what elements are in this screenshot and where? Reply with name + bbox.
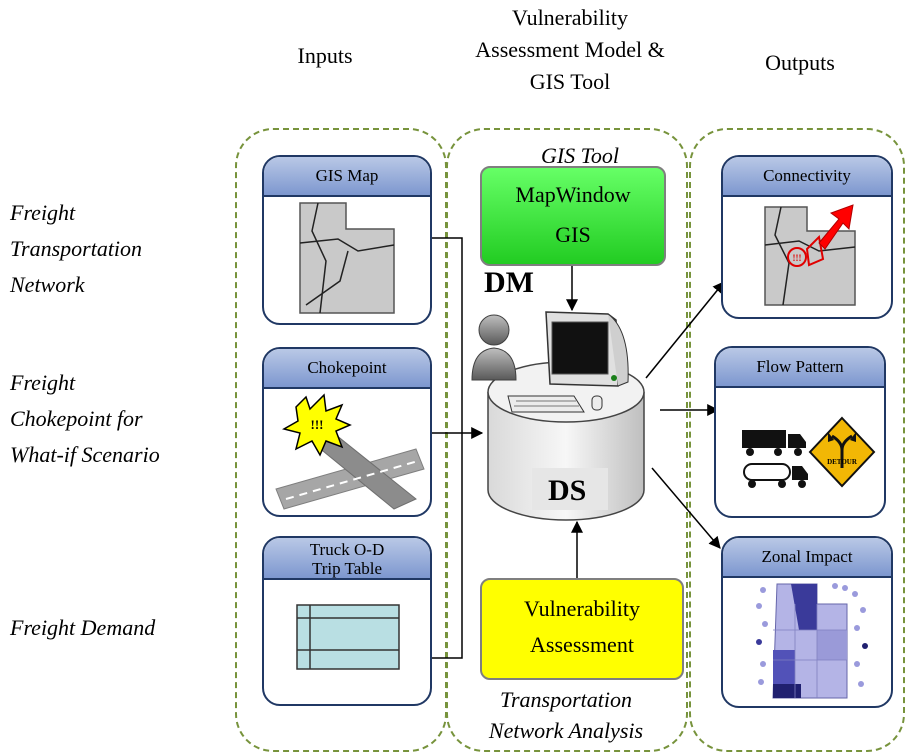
inputs-header: Inputs: [297, 43, 353, 68]
flow-pattern-card: Flow Pattern DETOUR: [714, 346, 886, 518]
truck-od-card: Truck O-D Trip Table: [262, 536, 432, 706]
truck-od-title-line2: Trip Table: [311, 559, 383, 578]
utah-map-icon: [299, 202, 395, 314]
model-header-line3: GIS Tool: [529, 69, 611, 94]
zonal-impact-map-icon: [756, 583, 868, 699]
to-connectivity-arrow: [645, 281, 725, 379]
truck-od-title: Truck O-D Trip Table: [264, 538, 430, 580]
gis-map-card: GIS Map: [262, 155, 432, 325]
gis-tool-label: GIS Tool: [540, 143, 620, 168]
detour-sign-text: DETOUR: [827, 458, 858, 466]
zonal-impact-card: Zonal Impact: [721, 536, 893, 708]
outputs-header: Outputs: [765, 50, 835, 75]
connectivity-card: Connectivity !!!: [721, 155, 893, 319]
side-label-chokepoint-line2: Chokepoint for: [10, 406, 143, 431]
model-header-line2: Assessment Model &: [475, 37, 665, 62]
trip-table-icon: [296, 604, 400, 670]
mapwindow-gis-box: MapWindow GIS: [480, 166, 666, 266]
network-analysis-line2: Network Analysis: [488, 718, 644, 743]
gis-map-connector: [428, 237, 463, 433]
side-label-chokepoint-line3: What-if Scenario: [10, 442, 160, 467]
decision-support-graphic: [471, 311, 645, 521]
model-panel: [446, 128, 688, 752]
gis-map-title: GIS Map: [264, 157, 430, 197]
side-label-chokepoint-line1: Freight: [10, 370, 76, 395]
side-label-demand: Freight Demand: [10, 615, 156, 640]
mapwindow-label: MapWindow: [515, 182, 631, 207]
flow-pattern-title: Flow Pattern: [716, 348, 884, 388]
side-label-network-line1: Freight: [10, 200, 76, 225]
model-header-line1: Vulnerability: [512, 5, 628, 30]
model-header: Vulnerability Assessment Model & GIS Too…: [430, 2, 710, 98]
side-label-network-line2: Transportation: [10, 236, 143, 261]
mapwindow-gis-label: GIS: [555, 222, 591, 247]
connectivity-title: Connectivity: [723, 157, 891, 197]
dm-label: DM: [484, 266, 534, 299]
chokepoint-card: Chokepoint !!!: [262, 347, 432, 517]
chokepoint-title: Chokepoint: [264, 349, 430, 389]
assessment-label: Assessment: [530, 632, 634, 657]
side-label-network: Freight Transportation Network: [10, 195, 142, 303]
vulnerability-label: Vulnerability: [524, 596, 640, 621]
truck-od-title-line1: Truck O-D: [309, 540, 385, 559]
flow-pattern-icon: DETOUR: [742, 416, 876, 488]
network-analysis-label: Transportation Network Analysis: [456, 684, 676, 746]
chokepoint-alert-text: !!!: [311, 417, 324, 432]
zonal-impact-title: Zonal Impact: [723, 538, 891, 578]
vulnerability-assessment-box: Vulnerability Assessment: [480, 578, 684, 680]
connectivity-map-icon: !!!: [764, 204, 856, 306]
to-zonal-impact-arrow: [651, 467, 721, 549]
ds-label: DS: [548, 474, 587, 507]
side-label-chokepoint: Freight Chokepoint for What-if Scenario: [10, 365, 160, 473]
crossroad-icon: !!!: [275, 393, 425, 510]
network-analysis-line1: Transportation: [499, 687, 633, 712]
truck-od-connector: [428, 433, 463, 659]
connectivity-alert-text: !!!: [793, 253, 802, 263]
outputs-panel: [689, 128, 905, 752]
side-label-network-line3: Network: [10, 272, 85, 297]
